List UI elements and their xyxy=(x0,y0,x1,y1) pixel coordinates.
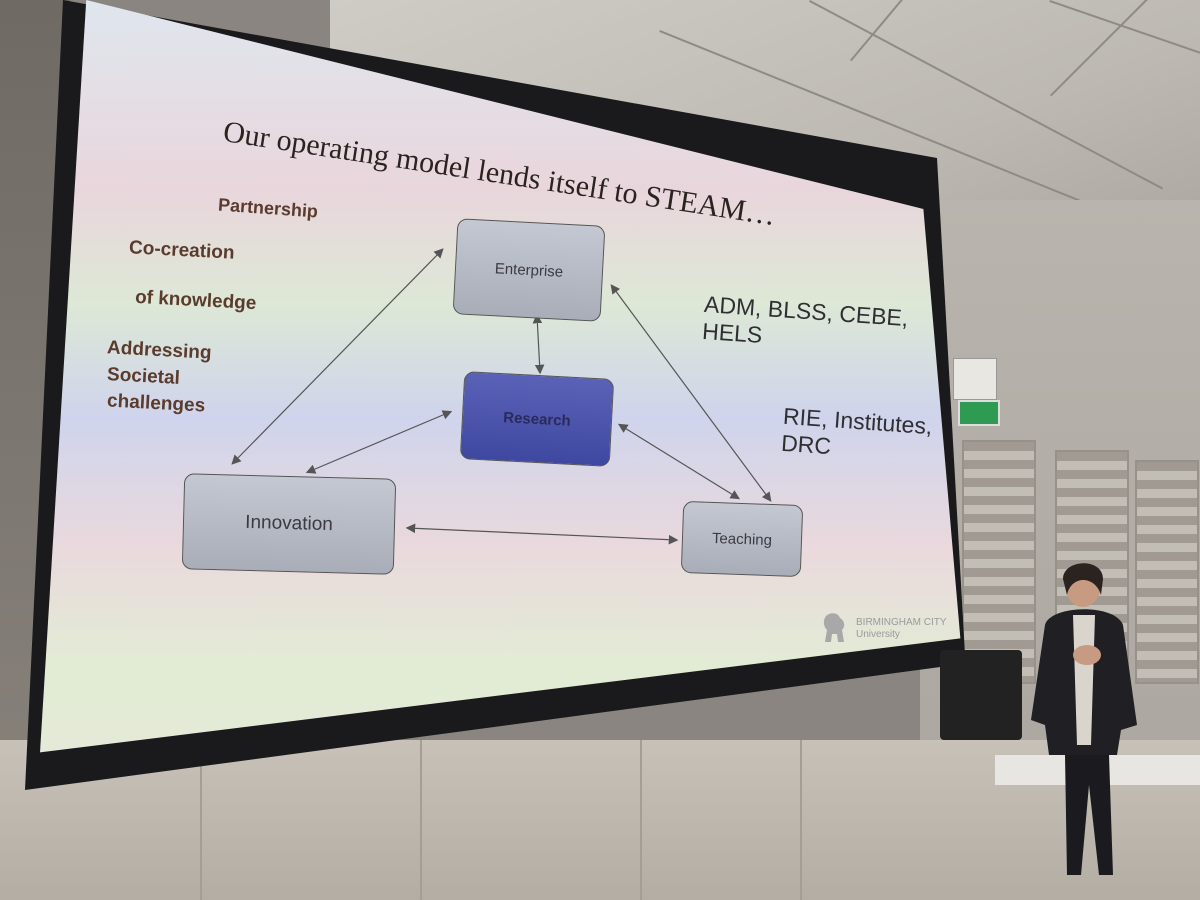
institutes-list: RIE, Institutes, DRC xyxy=(780,403,933,467)
university-logo: BIRMINGHAM CITY University xyxy=(820,612,947,646)
wall-vent xyxy=(1135,460,1199,684)
arrow-enterprise-teaching xyxy=(610,284,772,502)
chair xyxy=(940,650,1022,740)
arrow-research-teaching xyxy=(617,423,741,500)
wall-vent xyxy=(962,440,1036,684)
node-research: Research xyxy=(459,371,615,467)
node-innovation: Innovation xyxy=(181,473,397,575)
node-teaching: Teaching xyxy=(680,500,804,578)
arrow-research-innovation xyxy=(305,410,453,474)
lion-icon xyxy=(823,613,845,642)
arrow-enterprise-research xyxy=(532,313,545,375)
arrow-enterprise-innovation xyxy=(231,248,444,465)
presenter xyxy=(1031,563,1137,875)
node-enterprise: Enterprise xyxy=(452,218,606,322)
logo-line-1: BIRMINGHAM CITY xyxy=(856,617,947,628)
exit-sign-icon xyxy=(958,400,1000,426)
wall-speaker xyxy=(953,358,997,400)
logo-line-2: University xyxy=(856,629,900,640)
arrow-innovation-teaching xyxy=(405,523,679,545)
diagram-arrows xyxy=(231,248,772,545)
